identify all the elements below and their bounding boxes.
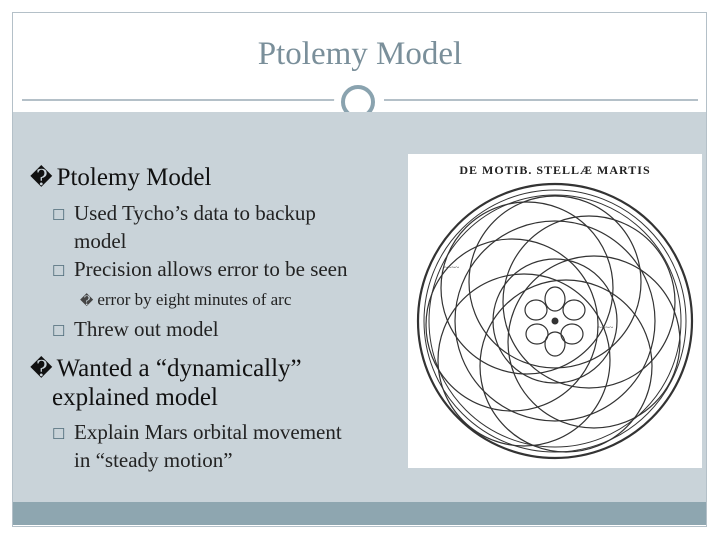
- sub-bullet-text-line2: model: [74, 229, 127, 253]
- bullet-text: Wanted a “dynamically”: [56, 355, 302, 382]
- sub-sub-bullet-error: �error by eight minutes of arc: [80, 290, 291, 310]
- bullet-marker: �: [30, 356, 53, 381]
- sub-bullet-text: Threw out model: [74, 317, 219, 341]
- sub-sub-bullet-text: error by eight minutes of arc: [97, 290, 292, 309]
- bullet-ptolemy-model: �Ptolemy Model: [30, 163, 211, 192]
- checkbox-bullet-icon: ☐: [52, 324, 66, 340]
- bullet-marker: �: [30, 165, 53, 190]
- svg-text:~~~~: ~~~~: [598, 324, 613, 332]
- sub-bullet-tycho-data: ☐ Used Tycho’s data to backup model: [52, 201, 382, 254]
- sub-bullet-text-line2: in “steady motion”: [74, 448, 233, 472]
- sub-bullet-text: Used Tycho’s data to backup: [74, 201, 316, 225]
- mars-orbit-illustration: DE MOTIB. STELLÆ MARTIS: [416, 163, 694, 460]
- sub-bullet-text: Precision allows error to be seen: [74, 257, 348, 281]
- bullet-text: Ptolemy Model: [56, 164, 212, 191]
- title-divider-right: [384, 99, 698, 101]
- checkbox-bullet-icon: ☐: [52, 208, 66, 224]
- mars-orbit-figure: DE MOTIB. STELLÆ MARTIS: [408, 154, 702, 468]
- bullet-wanted-dynamic: �Wanted a “dynamically” explained model: [30, 354, 302, 412]
- sub-bullet-text: Explain Mars orbital movement: [74, 420, 342, 444]
- slide-frame: [12, 12, 707, 527]
- checkbox-bullet-icon: ☐: [52, 264, 66, 280]
- footer-bar: [13, 502, 706, 525]
- bullet-text-line2: explained model: [52, 384, 218, 411]
- sub-bullet-explain-mars: ☐ Explain Mars orbital movement in “stead…: [52, 420, 382, 473]
- sub-bullet-threw-out: ☐ Threw out model: [52, 317, 382, 345]
- title-divider-left: [22, 99, 340, 101]
- bullet-marker: �: [80, 293, 94, 308]
- slide-title: Ptolemy Model: [257, 36, 463, 72]
- figure-caption: DE MOTIB. STELLÆ MARTIS: [459, 163, 650, 177]
- svg-text:~~~~: ~~~~: [444, 264, 459, 272]
- sub-bullet-precision: ☐ Precision allows error to be seen: [52, 257, 392, 285]
- checkbox-bullet-icon: ☐: [52, 427, 66, 443]
